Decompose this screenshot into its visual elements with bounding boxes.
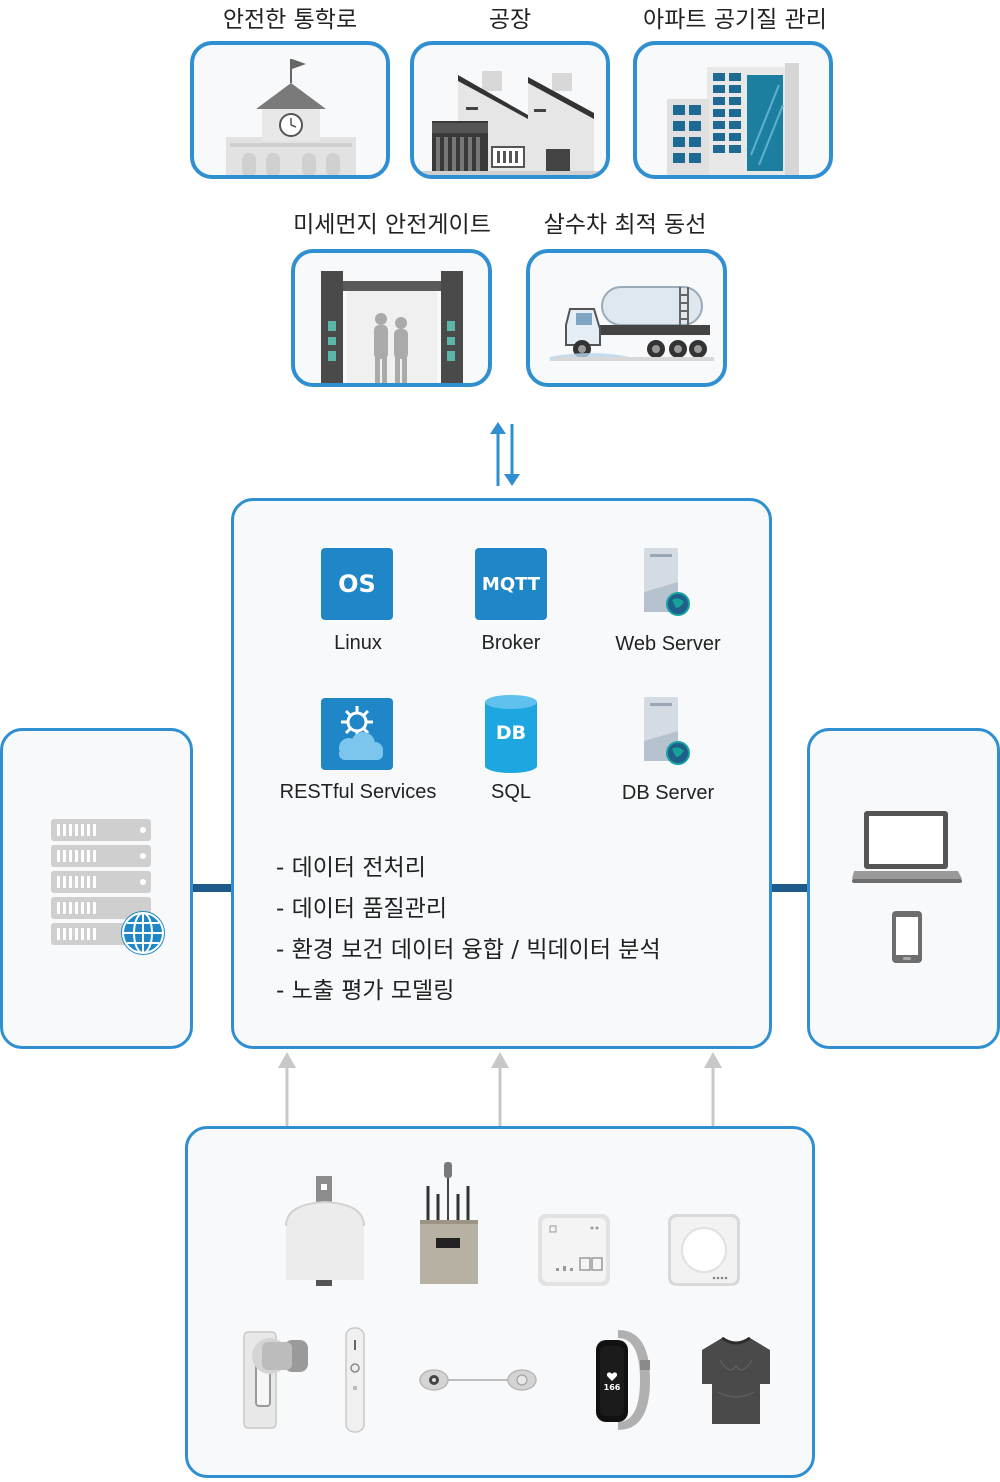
broker-label: Broker xyxy=(481,632,541,654)
factory-icon xyxy=(414,71,606,175)
indoor-sensor-icon[interactable] xyxy=(536,1212,612,1288)
apartment-icon xyxy=(667,63,799,175)
band-reading: 166 xyxy=(603,1383,621,1392)
web-server-label: Web Server xyxy=(615,633,721,655)
heart-icon xyxy=(606,1372,618,1381)
water-truck-icon xyxy=(550,286,714,361)
server-panel[interactable] xyxy=(0,728,193,1049)
db-server-icon[interactable] xyxy=(640,695,696,767)
smartphone-icon xyxy=(892,911,922,963)
inhaler-sensor-icon[interactable] xyxy=(342,1326,368,1434)
round-sensor-icon[interactable] xyxy=(666,1212,742,1288)
factory-card[interactable] xyxy=(410,41,610,179)
restful-tile[interactable] xyxy=(321,698,393,770)
database-icon[interactable] xyxy=(483,694,539,774)
factory-label: 공장 xyxy=(488,7,532,33)
apartment-label: 아파트 공기질 관리 xyxy=(643,7,827,33)
db-tile-label: DB xyxy=(495,722,527,744)
linux-label: Linux xyxy=(334,632,382,654)
gate-card[interactable] xyxy=(291,249,492,387)
school-icon xyxy=(226,59,356,175)
arrow-up-icon xyxy=(278,1052,296,1068)
safety-gate-icon xyxy=(321,271,463,383)
left-connector xyxy=(193,884,231,892)
spirometer-icon[interactable] xyxy=(240,1326,312,1430)
school-label: 안전한 통학로 xyxy=(222,7,358,33)
server-rack-icon xyxy=(51,819,165,955)
school-card[interactable] xyxy=(190,41,390,179)
bidirectional-arrow-icon xyxy=(490,422,520,486)
sensor-panel[interactable] xyxy=(185,1126,815,1478)
bullet-preprocessing: - 데이터 전처리 xyxy=(276,855,426,881)
arrow-up-icon xyxy=(704,1052,722,1068)
truck-card[interactable] xyxy=(526,249,727,387)
dome-sensor-icon[interactable] xyxy=(282,1172,368,1290)
smart-shirt-icon[interactable] xyxy=(700,1336,772,1426)
mqtt-tile[interactable]: MQTT xyxy=(475,548,547,620)
gas-sensor-box-icon[interactable] xyxy=(414,1160,484,1290)
apartment-card[interactable] xyxy=(633,41,833,179)
sun-cloud-icon xyxy=(339,706,383,760)
fitness-band-icon[interactable] xyxy=(590,1326,656,1434)
laptop-icon xyxy=(852,811,962,883)
client-panel[interactable] xyxy=(807,728,1000,1049)
restful-label: RESTful Services xyxy=(279,781,437,803)
sql-label: SQL xyxy=(490,781,532,803)
bullet-quality: - 데이터 품질관리 xyxy=(276,896,448,922)
truck-label: 살수차 최적 동선 xyxy=(543,212,707,238)
upload-arrows xyxy=(278,1052,722,1126)
right-connector xyxy=(771,884,809,892)
gate-label: 미세먼지 안전게이트 xyxy=(293,212,491,238)
wearable-patch-icon[interactable] xyxy=(416,1360,540,1400)
db-server-label: DB Server xyxy=(621,782,715,804)
bullet-modeling: - 노출 평가 모델링 xyxy=(276,978,455,1004)
bullet-fusion: - 환경 보건 데이터 융합 / 빅데이터 분석 xyxy=(276,937,661,963)
web-server-icon[interactable] xyxy=(640,546,696,618)
os-tile[interactable]: OS xyxy=(321,548,393,620)
arrow-up-icon xyxy=(491,1052,509,1068)
